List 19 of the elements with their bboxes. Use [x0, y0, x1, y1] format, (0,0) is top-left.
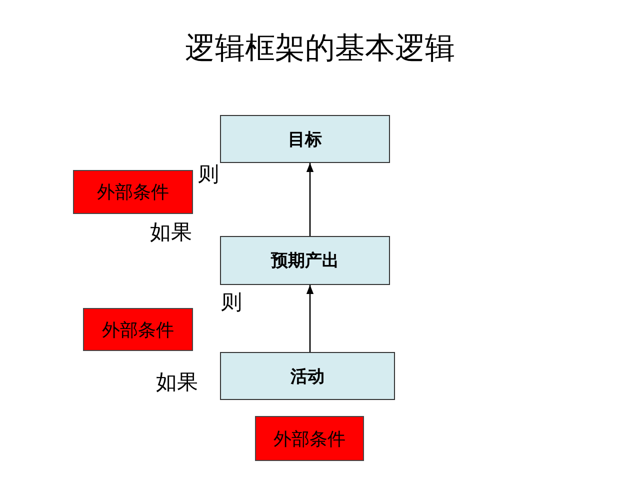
diagram-title: 逻辑框架的基本逻辑: [184, 30, 456, 68]
condition-box: [255, 416, 364, 461]
box-text: 外部条件: [274, 428, 346, 450]
arrow: [306, 285, 314, 352]
arrow: [306, 163, 314, 236]
process-box: [220, 115, 390, 163]
condition-label: 如果: [156, 369, 198, 396]
box-text: 外部条件: [97, 181, 169, 204]
condition-label: 则: [221, 289, 242, 316]
box-text: 目标: [288, 128, 322, 150]
process-box: [220, 352, 395, 400]
condition-box: [83, 308, 193, 351]
condition-label: 如果: [150, 219, 192, 246]
box-text: 预期产出: [271, 250, 339, 272]
condition-label: 则: [198, 161, 219, 188]
condition-box: [73, 170, 193, 214]
process-box: [220, 236, 390, 285]
box-text: 外部条件: [102, 318, 174, 342]
box-text: 活动: [290, 366, 324, 388]
